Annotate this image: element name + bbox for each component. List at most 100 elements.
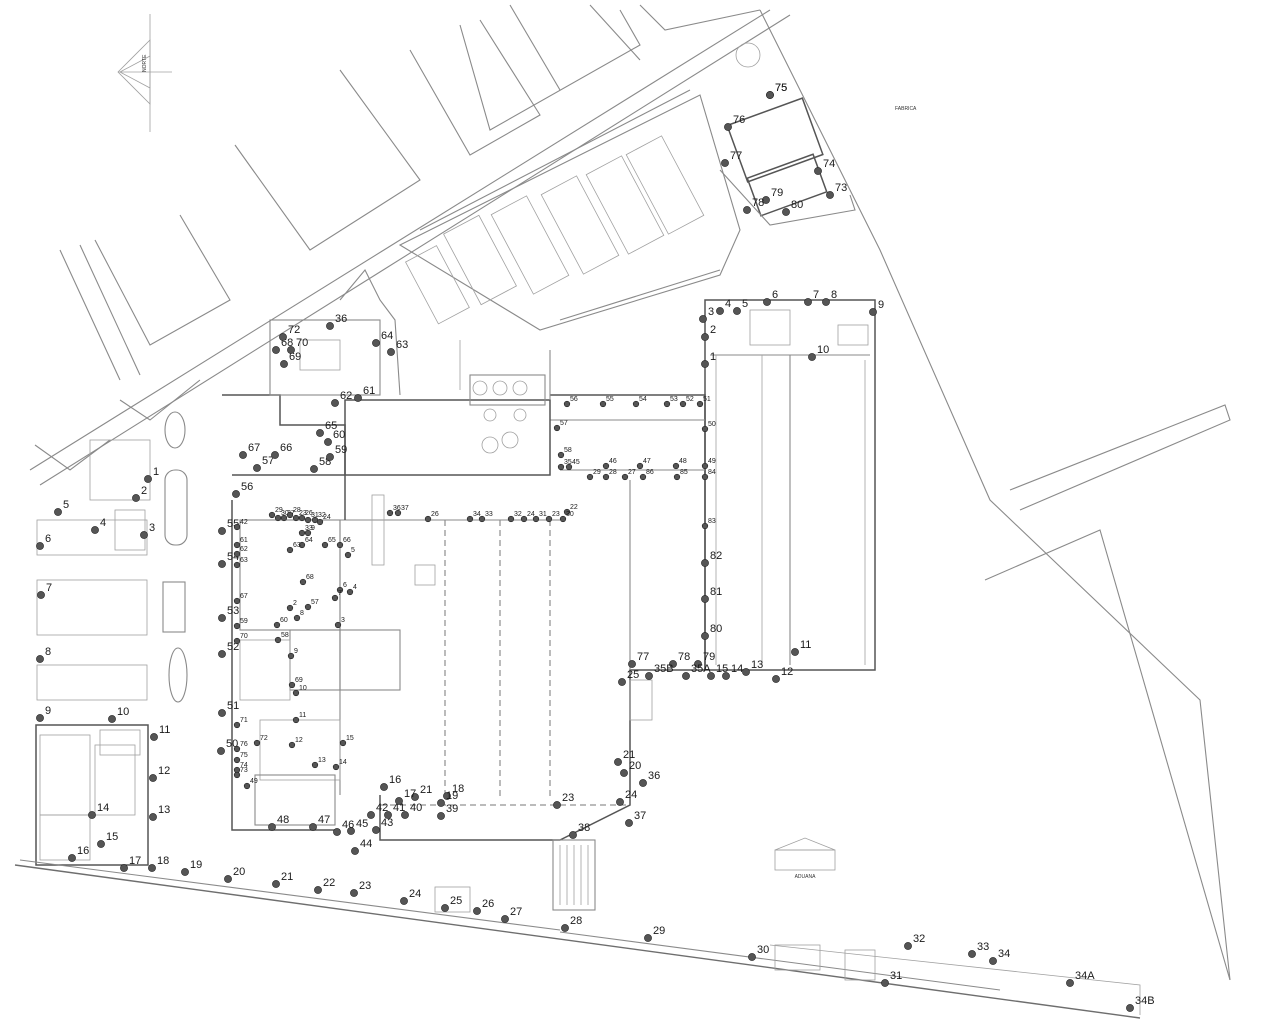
marker-69: 69 xyxy=(280,351,301,368)
marker-label: 44 xyxy=(360,838,372,850)
marker-dot xyxy=(299,578,307,586)
marker-label: 26 xyxy=(482,898,494,910)
marker-label: 16 xyxy=(77,845,89,857)
marker-31: 31 xyxy=(881,970,902,987)
marker-10: 10 xyxy=(808,344,829,361)
marker-dot xyxy=(881,979,889,987)
marker-dot xyxy=(280,514,288,522)
marker-23: 23 xyxy=(350,880,371,897)
marker-label: 51 xyxy=(703,396,711,403)
marker-dot xyxy=(218,614,226,622)
marker-82: 82 xyxy=(701,550,722,567)
marker-41: 41 xyxy=(384,802,405,819)
marker-58: 58 xyxy=(274,632,289,644)
marker-label: 74 xyxy=(240,762,248,769)
marker-label: 64 xyxy=(381,330,393,342)
marker-dot xyxy=(443,792,451,800)
marker-label: 3 xyxy=(341,617,345,624)
marker-dot xyxy=(288,681,296,689)
marker-55: 55 xyxy=(599,396,614,408)
marker-dot xyxy=(181,868,189,876)
marker-label: 11 xyxy=(159,724,170,736)
marker-label: 8 xyxy=(831,289,837,301)
marker-dot xyxy=(701,425,709,433)
marker-52: 52 xyxy=(218,641,239,658)
marker-label: 27 xyxy=(628,469,636,476)
marker-77: 77 xyxy=(721,150,742,167)
marker-label: 34 xyxy=(473,511,481,518)
marker-label: 21 xyxy=(623,749,635,761)
marker-label: 47 xyxy=(643,458,651,465)
marker-56: 56 xyxy=(563,396,578,408)
marker-label: 53 xyxy=(227,605,239,617)
marker-15: 15 xyxy=(339,735,354,747)
marker-57: 57 xyxy=(553,420,568,432)
marker-78: 78 xyxy=(743,197,764,214)
marker-label: 9 xyxy=(311,525,315,532)
marker-dot xyxy=(621,473,629,481)
marker-dot xyxy=(311,761,319,769)
marker-35B: 35B xyxy=(645,663,674,680)
marker-label: 24 xyxy=(625,789,637,801)
marker-26: 26 xyxy=(298,510,313,522)
marker-label: 31 xyxy=(311,512,319,519)
marker-13: 13 xyxy=(311,757,326,769)
marker-67: 67 xyxy=(233,593,248,605)
marker-dot xyxy=(384,811,392,819)
marker-dot xyxy=(968,950,976,958)
marker-label: 24 xyxy=(323,514,331,521)
marker-dot xyxy=(394,509,402,517)
marker-label: 49 xyxy=(708,458,716,465)
marker-54: 54 xyxy=(632,396,647,408)
marker-label: 12 xyxy=(158,765,170,777)
marker-dot xyxy=(271,451,279,459)
marker-dot xyxy=(224,875,232,883)
marker-24: 24 xyxy=(616,789,637,806)
marker-label: 12 xyxy=(781,666,793,678)
marker-dot xyxy=(37,591,45,599)
marker-dot xyxy=(748,953,756,961)
marker-label: 29 xyxy=(593,469,601,476)
marker-dot xyxy=(520,515,528,523)
marker-68: 68 xyxy=(299,574,314,586)
marker-dot xyxy=(279,333,287,341)
marker-67: 67 xyxy=(239,442,260,459)
marker-dot xyxy=(722,672,730,680)
marker-label: 35A xyxy=(691,663,711,675)
marker-dot xyxy=(808,353,816,361)
marker-label: 3 xyxy=(149,522,155,534)
marker-dot xyxy=(334,621,342,629)
marker-dot xyxy=(91,526,99,534)
marker-13: 13 xyxy=(742,659,763,676)
marker-dot xyxy=(380,783,388,791)
marker-dot xyxy=(298,529,306,537)
marker-29: 29 xyxy=(644,925,665,942)
marker-label: 23 xyxy=(299,510,307,517)
marker-label: 79 xyxy=(771,187,783,199)
marker-75: 75 xyxy=(766,82,787,99)
marker-dot xyxy=(682,672,690,680)
marker-dot xyxy=(424,515,432,523)
marker-label: 17 xyxy=(404,788,416,800)
marker-dot xyxy=(144,475,152,483)
marker-label: 71 xyxy=(240,717,248,724)
marker-18: 18 xyxy=(443,783,464,800)
marker-label: 6 xyxy=(343,582,347,589)
marker-63: 63 xyxy=(387,339,408,356)
marker-label: 67 xyxy=(240,593,248,600)
marker-53: 53 xyxy=(663,396,678,408)
marker-14: 14 xyxy=(332,759,347,771)
marker-dot xyxy=(791,648,799,656)
marker-44: 44 xyxy=(351,838,372,855)
marker-dot xyxy=(387,348,395,356)
marker-dot xyxy=(724,123,732,131)
marker-39: 39 xyxy=(437,803,458,820)
marker-49: 49 xyxy=(701,458,716,470)
marker-17: 17 xyxy=(120,855,141,872)
marker-66: 66 xyxy=(271,442,292,459)
marker-label: 2 xyxy=(141,485,147,497)
marker-label: 56 xyxy=(570,396,578,403)
marker-dot xyxy=(233,550,241,558)
marker-dot xyxy=(814,167,822,175)
marker-57: 57 xyxy=(304,599,319,611)
